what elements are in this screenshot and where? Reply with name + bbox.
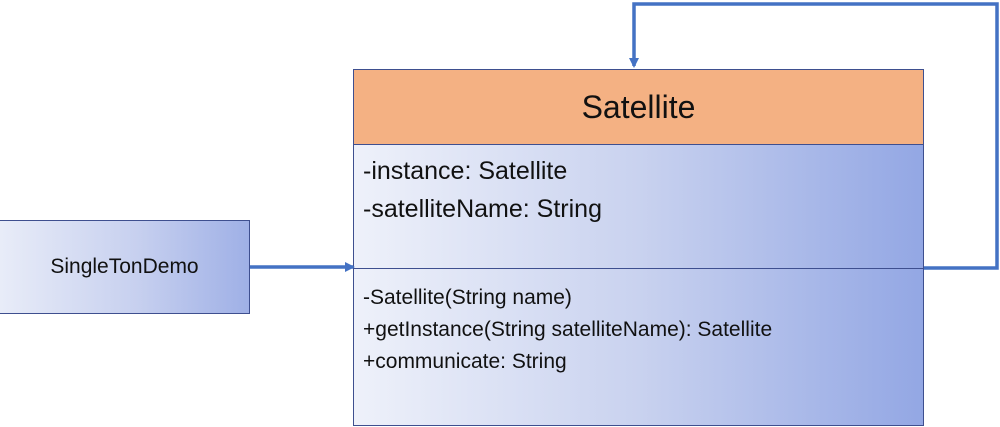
method-communicate: +communicate: String [363,350,567,373]
section-divider [354,268,923,269]
method-get-instance: +getInstance(String satelliteName): Sate… [363,318,773,341]
attribute-satellite-name: -satelliteName: String [363,195,602,223]
methods-section: -Satellite(String name) +getInstance(Str… [363,282,772,378]
class-name: Satellite [581,88,696,125]
class-name-header: Satellite [354,70,923,145]
attributes-section: -instance: Satellite -satelliteName: Str… [363,152,602,228]
satellite-class-box[interactable]: Satellite -instance: Satellite -satellit… [353,69,924,426]
method-constructor: -Satellite(String name) [363,286,572,309]
singleton-demo-box[interactable]: SingleTonDemo [0,220,250,314]
singleton-demo-label: SingleTonDemo [50,255,199,278]
attribute-instance: -instance: Satellite [363,157,568,185]
